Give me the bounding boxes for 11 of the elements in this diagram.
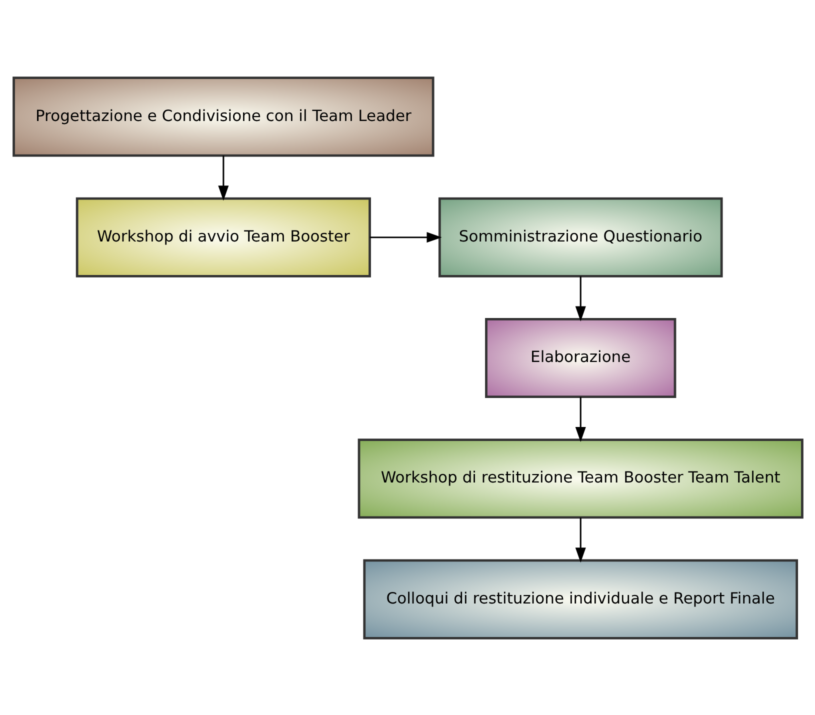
node-box: Colloqui di restituzione individuale e Report Finale	[362, 558, 798, 639]
node-box: Somministrazione Questionario	[438, 196, 722, 277]
node-box: Workshop di avvio Team Booster	[75, 196, 370, 277]
arrow	[574, 517, 586, 562]
node-box: Progettazione e Condivisione con il Team Leader	[12, 76, 434, 156]
arrow	[574, 396, 586, 442]
arrow	[574, 276, 586, 321]
arrow	[369, 232, 442, 242]
node-box: Elaborazione	[484, 317, 676, 398]
node-box: Workshop di restituzione Team Booster Team Talent	[357, 438, 803, 518]
arrow	[218, 155, 228, 200]
